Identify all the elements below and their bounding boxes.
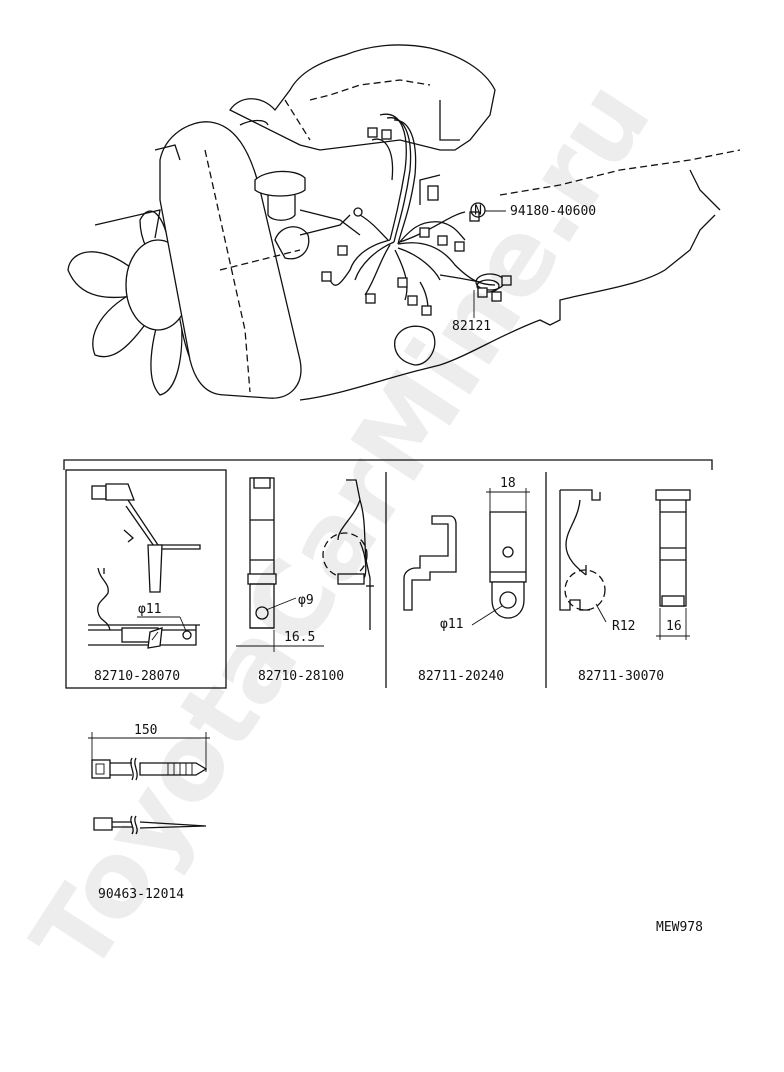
part-number-82710-28070: 82710-28070 [94,669,180,684]
valve-cover [229,44,496,151]
part-number-82710-28100: 82710-28100 [258,669,344,684]
tie-band-length: 150 [134,723,157,738]
timing-cover [159,121,302,399]
tie-band-part-number: 90463-12014 [98,887,184,902]
dim-82710-28100-hole: φ9 [298,593,314,608]
bolt-callout: N 94180-40600 [470,202,596,219]
watermark: ToyotaCarMine.ru [9,60,675,994]
dim-82710-28070-hole: φ11 [138,602,161,617]
tie-band: 150 90463-12014 [88,723,210,902]
clamp-82710-28070: φ11 82710-28070 [88,483,201,684]
clamp-82711-30070: R12 16 82711-30070 [559,489,691,684]
clamp-82710-28100: φ9 16.5 82710-28100 [236,477,374,684]
part-number-82711-30070: 82711-30070 [578,669,664,684]
part-number-82711-20240: 82711-20240 [418,669,504,684]
dim-82710-28100-width: 16.5 [284,630,315,645]
wiring-harness [321,113,512,316]
bolt-symbol: N [474,204,482,219]
oil-filler-cap [254,170,306,221]
harness-callout: 82121 [452,290,491,334]
dim-82711-30070-width: 16 [666,619,682,634]
dim-82711-20240-width: 18 [500,476,516,491]
bolt-part-number: 94180-40600 [510,204,596,219]
harness-part-number: 82121 [452,319,491,334]
clamp-82711-20240: 18 φ11 82711-20240 [403,476,530,684]
engine-illustration [67,44,741,401]
dim-82711-30070-radius: R12 [612,619,635,634]
dim-82711-20240-hole: φ11 [440,617,463,632]
drawing-code: MEW978 [656,920,703,935]
parts-panel-frame [63,459,713,689]
